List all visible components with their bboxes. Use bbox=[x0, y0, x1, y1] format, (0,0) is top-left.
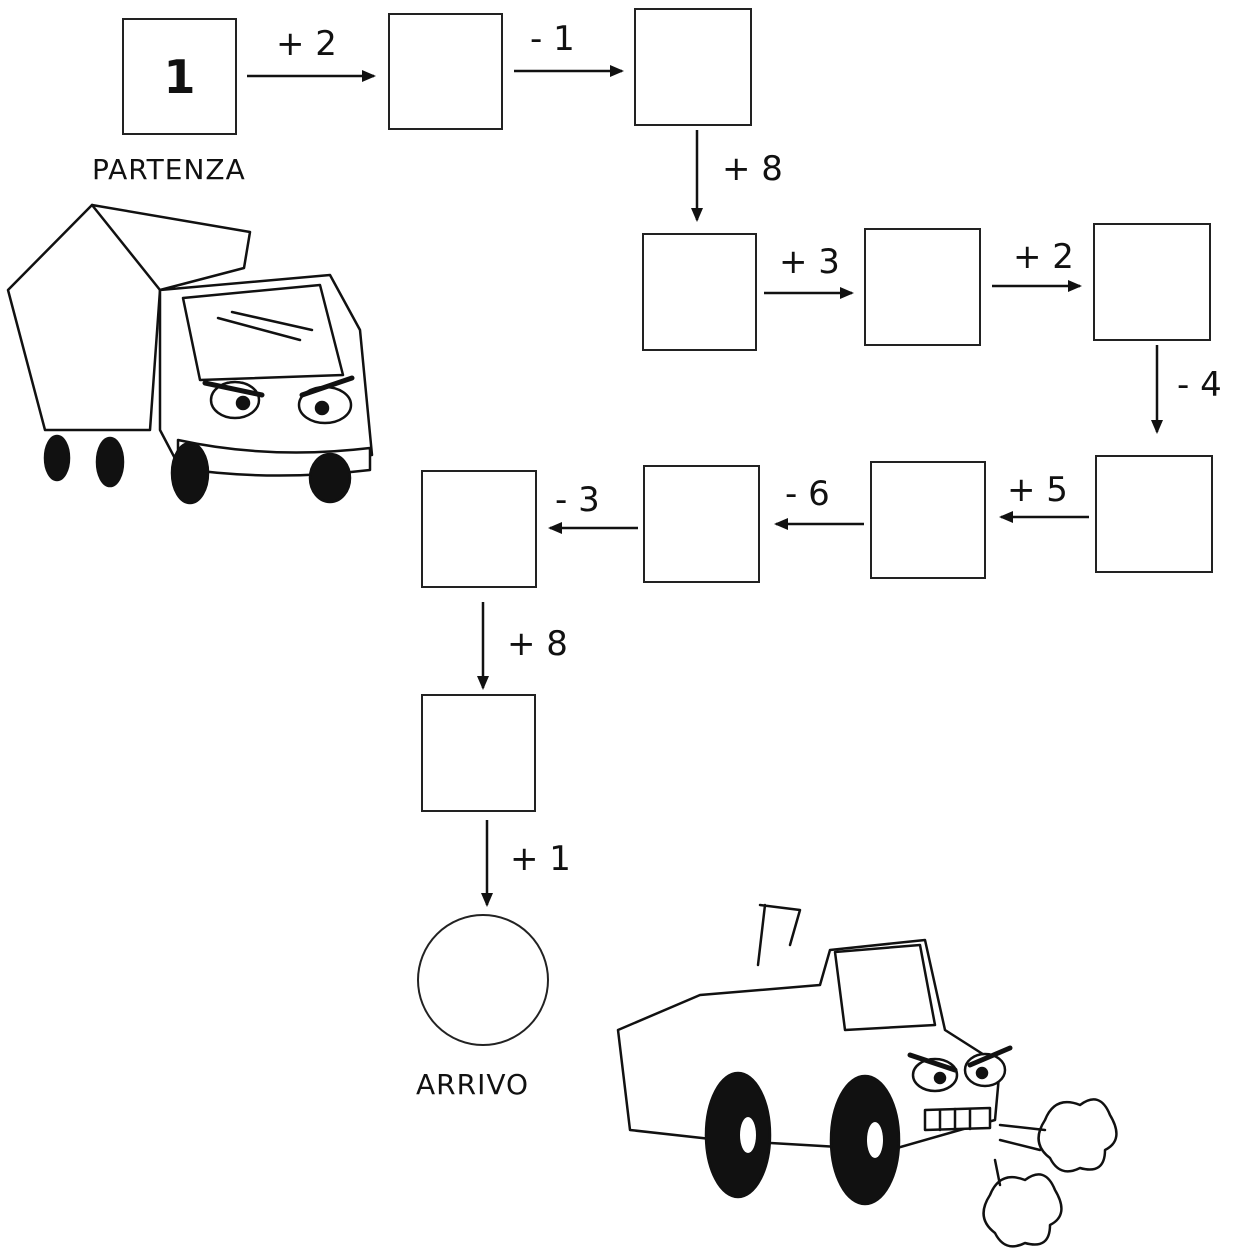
op-label-6: - 4 bbox=[1177, 365, 1222, 405]
op-label-5: + 2 bbox=[1013, 237, 1074, 277]
op-label-7: + 5 bbox=[1007, 470, 1068, 510]
op-label-1: + 2 bbox=[276, 24, 337, 64]
answer-box-4[interactable] bbox=[864, 228, 981, 346]
start-caption: PARTENZA bbox=[92, 153, 246, 186]
arrival-circle[interactable] bbox=[417, 914, 549, 1046]
op-label-11: + 1 bbox=[510, 839, 571, 879]
op-label-3: + 8 bbox=[722, 149, 783, 189]
answer-box-5[interactable] bbox=[1093, 223, 1211, 341]
answer-box-10[interactable] bbox=[421, 694, 536, 812]
answer-box-9[interactable] bbox=[421, 470, 537, 588]
op-label-4: + 3 bbox=[779, 242, 840, 282]
answer-box-1[interactable] bbox=[388, 13, 503, 130]
answer-box-7[interactable] bbox=[870, 461, 986, 579]
op-label-9: - 3 bbox=[555, 480, 600, 520]
finish-caption: ARRIVO bbox=[416, 1068, 530, 1101]
op-label-8: - 6 bbox=[785, 474, 830, 514]
answer-box-8[interactable] bbox=[643, 465, 760, 583]
start-box[interactable]: 1 bbox=[122, 18, 237, 135]
answer-box-2[interactable] bbox=[634, 8, 752, 126]
op-label-10: + 8 bbox=[507, 624, 568, 664]
op-label-2: - 1 bbox=[530, 19, 575, 59]
answer-box-6[interactable] bbox=[1095, 455, 1213, 573]
answer-box-3[interactable] bbox=[642, 233, 757, 351]
